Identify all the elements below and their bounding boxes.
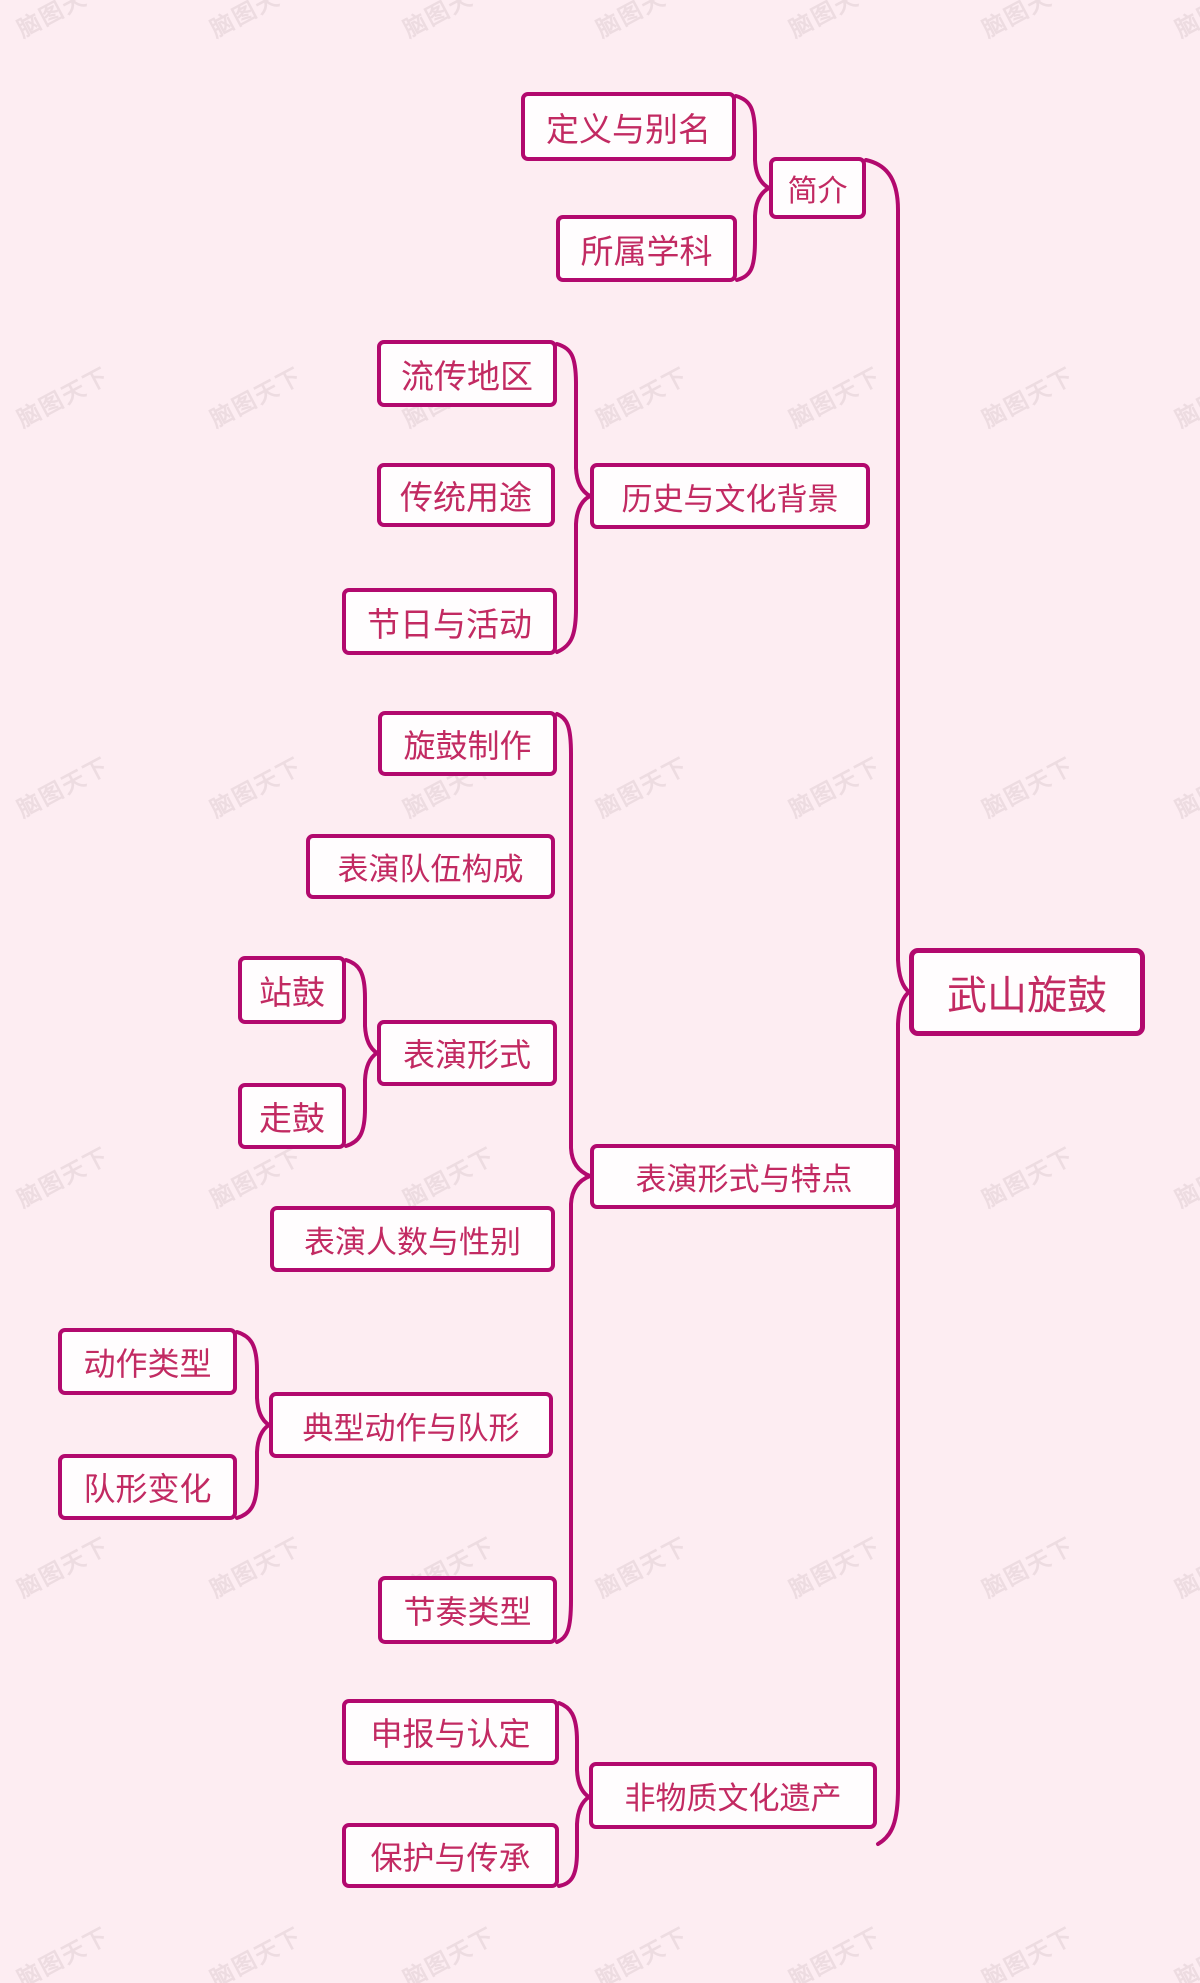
node-walking-drum[interactable]: 走鼓	[238, 1083, 346, 1149]
node-formation-changes[interactable]: 队形变化	[58, 1454, 237, 1520]
node-protection-inheritance-label: 保护与传承	[370, 1838, 531, 1877]
node-troupe-composition-label: 表演队伍构成	[337, 852, 524, 888]
node-application-recognition[interactable]: 申报与认定	[342, 1699, 559, 1765]
brace-performance-features	[555, 712, 596, 1644]
node-history-culture[interactable]: 历史与文化背景	[590, 463, 870, 529]
node-intro[interactable]: 简介	[769, 157, 866, 219]
node-intangible-heritage[interactable]: 非物质文化遗产	[589, 1762, 877, 1829]
node-performers-gender[interactable]: 表演人数与性别	[270, 1206, 555, 1272]
node-typical-moves-formations-label: 典型动作与队形	[302, 1410, 520, 1447]
node-definition-alias[interactable]: 定义与别名	[521, 92, 736, 161]
node-performers-gender-label: 表演人数与性别	[304, 1224, 521, 1261]
brace-intro	[734, 94, 774, 282]
node-definition-alias-label: 定义与别名	[546, 109, 711, 149]
node-history-culture-label: 历史与文化背景	[621, 481, 839, 518]
node-standing-drum[interactable]: 站鼓	[238, 956, 346, 1024]
node-root[interactable]: 武山旋鼓	[909, 948, 1145, 1036]
node-troupe-composition[interactable]: 表演队伍构成	[306, 834, 555, 899]
brace-root	[864, 158, 913, 1846]
brace-history-culture	[555, 342, 595, 654]
node-walking-drum-label: 走鼓	[259, 1099, 325, 1138]
brace-typical-moves	[235, 1330, 273, 1520]
node-festivals-activities-label: 节日与活动	[367, 604, 532, 644]
brace-performance-forms	[344, 958, 381, 1148]
node-discipline-label: 所属学科	[580, 231, 713, 271]
node-performance-features[interactable]: 表演形式与特点	[590, 1144, 898, 1209]
node-root-label: 武山旋鼓	[947, 973, 1107, 1019]
node-festivals-activities[interactable]: 节日与活动	[342, 588, 557, 655]
node-drum-making-label: 旋鼓制作	[403, 726, 532, 765]
node-traditional-use[interactable]: 传统用途	[377, 463, 555, 527]
node-intro-label: 简介	[787, 174, 848, 209]
node-rhythm-types[interactable]: 节奏类型	[378, 1576, 557, 1644]
node-traditional-use-label: 传统用途	[400, 478, 532, 517]
node-action-types-label: 动作类型	[83, 1344, 212, 1383]
brace-intangible-heritage	[557, 1701, 593, 1888]
node-spread-area[interactable]: 流传地区	[377, 340, 557, 407]
node-performance-features-label: 表演形式与特点	[635, 1162, 853, 1198]
node-application-recognition-label: 申报与认定	[370, 1715, 531, 1753]
node-drum-making[interactable]: 旋鼓制作	[378, 711, 557, 776]
node-performance-forms-label: 表演形式	[402, 1036, 531, 1074]
node-rhythm-types-label: 节奏类型	[403, 1593, 532, 1631]
node-action-types[interactable]: 动作类型	[58, 1328, 237, 1395]
node-protection-inheritance[interactable]: 保护与传承	[342, 1823, 559, 1888]
node-discipline[interactable]: 所属学科	[556, 215, 737, 282]
node-intangible-heritage-label: 非物质文化遗产	[624, 1781, 842, 1817]
node-standing-drum-label: 站鼓	[259, 973, 325, 1012]
node-typical-moves-formations[interactable]: 典型动作与队形	[269, 1392, 553, 1458]
node-spread-area-label: 流传地区	[401, 356, 533, 396]
node-performance-forms[interactable]: 表演形式	[377, 1020, 557, 1086]
node-formation-changes-label: 队形变化	[83, 1470, 212, 1508]
